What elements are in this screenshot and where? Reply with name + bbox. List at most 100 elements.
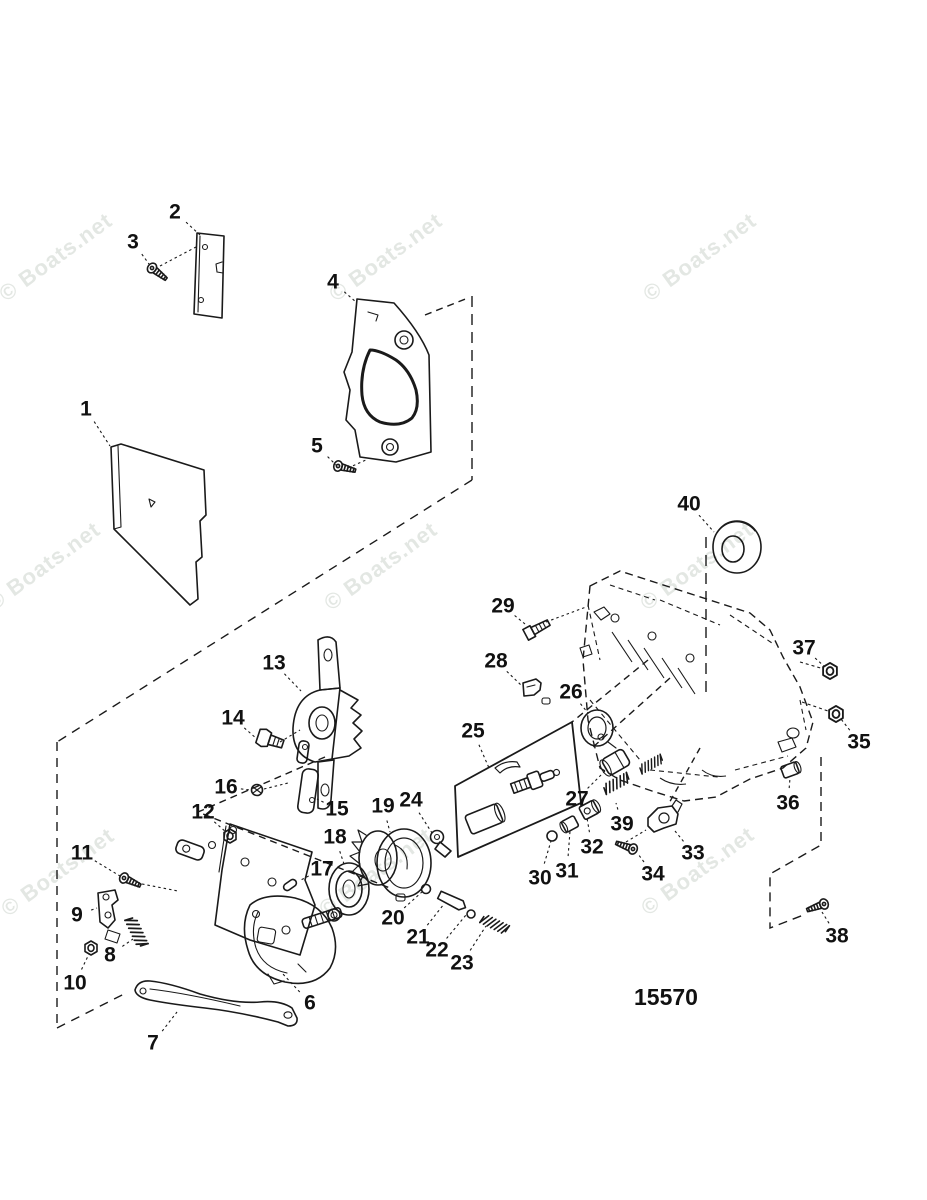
- callout-23: 23: [450, 952, 473, 975]
- leader-line-26: [580, 703, 589, 714]
- leader-line-16: [240, 788, 251, 791]
- callout-33: 33: [681, 842, 704, 865]
- callout-2: 2: [169, 201, 181, 224]
- leader-line-25: [478, 744, 490, 769]
- callout-19: 19: [371, 795, 394, 818]
- leader-line-6: [281, 972, 301, 993]
- part-10-nut: [84, 940, 98, 956]
- callout-14: 14: [221, 707, 245, 730]
- part-3-screw: [144, 260, 171, 284]
- leader-line-24: [418, 812, 433, 834]
- leader-line-layer: [81, 221, 851, 1032]
- leader-line-21: [426, 903, 445, 926]
- leader-line-7: [161, 1011, 178, 1032]
- leader-line-18: [339, 851, 345, 865]
- part-19-cam-drum: [349, 828, 432, 902]
- part-1-cover-plate: [110, 443, 207, 606]
- leader-line-33: [674, 830, 684, 842]
- leader-line-4: [343, 291, 357, 303]
- part-27-plug: [599, 748, 631, 777]
- figure-number: 15570: [634, 984, 698, 1010]
- part-26-cam-seal: [580, 709, 617, 749]
- part-22-ball: [466, 909, 476, 919]
- leader-line-35: [840, 718, 851, 731]
- part-6-shift-housing: [207, 823, 343, 985]
- watermark-text-3: © Boats.net: [638, 208, 761, 307]
- leader-line-17: [298, 875, 309, 882]
- callout-label-layer: 1234567891011121314151617181920212223242…: [63, 201, 871, 1055]
- leader-line-37: [814, 657, 826, 668]
- part-12-nut-and-clip: [175, 828, 237, 861]
- part-40-grommet-ring: [712, 520, 762, 574]
- watermark-text-1: © Boats.net: [0, 208, 117, 307]
- part-30-ball: [546, 830, 558, 842]
- engine-block-phantom: [579, 570, 814, 802]
- callout-25: 25: [461, 720, 485, 743]
- leader-line-8: [121, 938, 134, 947]
- callout-40: 40: [677, 493, 700, 516]
- part-2-mount-plate: [193, 232, 225, 319]
- callout-10: 10: [63, 972, 86, 995]
- watermark-text-5: © Boats.net: [319, 517, 442, 616]
- leader-line-38: [821, 911, 830, 924]
- leader-line-9: [90, 907, 98, 911]
- part-33-valve-bracket: [647, 799, 683, 833]
- callout-26: 26: [559, 681, 582, 704]
- callout-36: 36: [776, 792, 799, 815]
- callout-9: 9: [71, 904, 83, 927]
- leader-line-10: [81, 953, 90, 970]
- callout-31: 31: [555, 860, 579, 883]
- callout-39: 39: [610, 813, 633, 836]
- part-9-bracket: [97, 889, 121, 944]
- part-37-nut: [822, 662, 838, 680]
- part-8-spring: [124, 914, 149, 950]
- callout-8: 8: [104, 944, 116, 967]
- watermark-text-4: © Boats.net: [0, 517, 105, 616]
- leader-line-14: [243, 727, 258, 740]
- callout-1: 1: [80, 398, 92, 421]
- leader-line-29: [514, 615, 526, 625]
- part-25-repair-kit: [454, 721, 582, 858]
- callout-34: 34: [641, 863, 665, 886]
- part-35-nut: [828, 705, 844, 723]
- leader-line-27: [587, 770, 606, 789]
- leader-line-12: [213, 821, 227, 833]
- leader-line-13: [284, 673, 302, 692]
- watermark-text-6: © Boats.net: [635, 517, 758, 616]
- part-14-bolt: [255, 728, 285, 749]
- leader-line-23: [469, 925, 487, 951]
- leader-line-22: [446, 914, 467, 939]
- part-34-screw: [613, 837, 640, 857]
- part-21-plunger-pin: [436, 890, 467, 911]
- leader-line-15: [316, 798, 324, 803]
- callout-30: 30: [528, 867, 551, 890]
- leader-line-19: [386, 820, 391, 833]
- leader-line-34: [637, 853, 645, 863]
- callout-7: 7: [147, 1032, 159, 1055]
- leader-line-31: [567, 830, 571, 857]
- leader-line-40: [698, 514, 715, 533]
- callout-27: 27: [565, 788, 588, 811]
- engine-block-detail: [579, 606, 800, 785]
- callout-35: 35: [847, 731, 871, 754]
- part-4-shield-plate: [343, 298, 432, 463]
- callout-20: 20: [381, 907, 404, 930]
- callout-32: 32: [580, 836, 603, 859]
- leader-line-1: [93, 421, 111, 447]
- part-29-bolt: [522, 619, 551, 641]
- callout-12: 12: [191, 801, 214, 824]
- callout-3: 3: [127, 231, 139, 254]
- callout-17: 17: [310, 858, 333, 881]
- leader-line-5: [327, 456, 338, 467]
- callout-16: 16: [214, 776, 237, 799]
- construction-lines: [56, 246, 829, 1029]
- leader-line-30: [543, 840, 552, 864]
- leader-line-20: [403, 890, 424, 909]
- part-7-shift-handle: [134, 980, 298, 1027]
- leader-line-39: [615, 802, 619, 810]
- part-32-valve-fitting: [578, 799, 602, 821]
- callout-4: 4: [327, 271, 339, 294]
- part-16-screw: [250, 783, 264, 797]
